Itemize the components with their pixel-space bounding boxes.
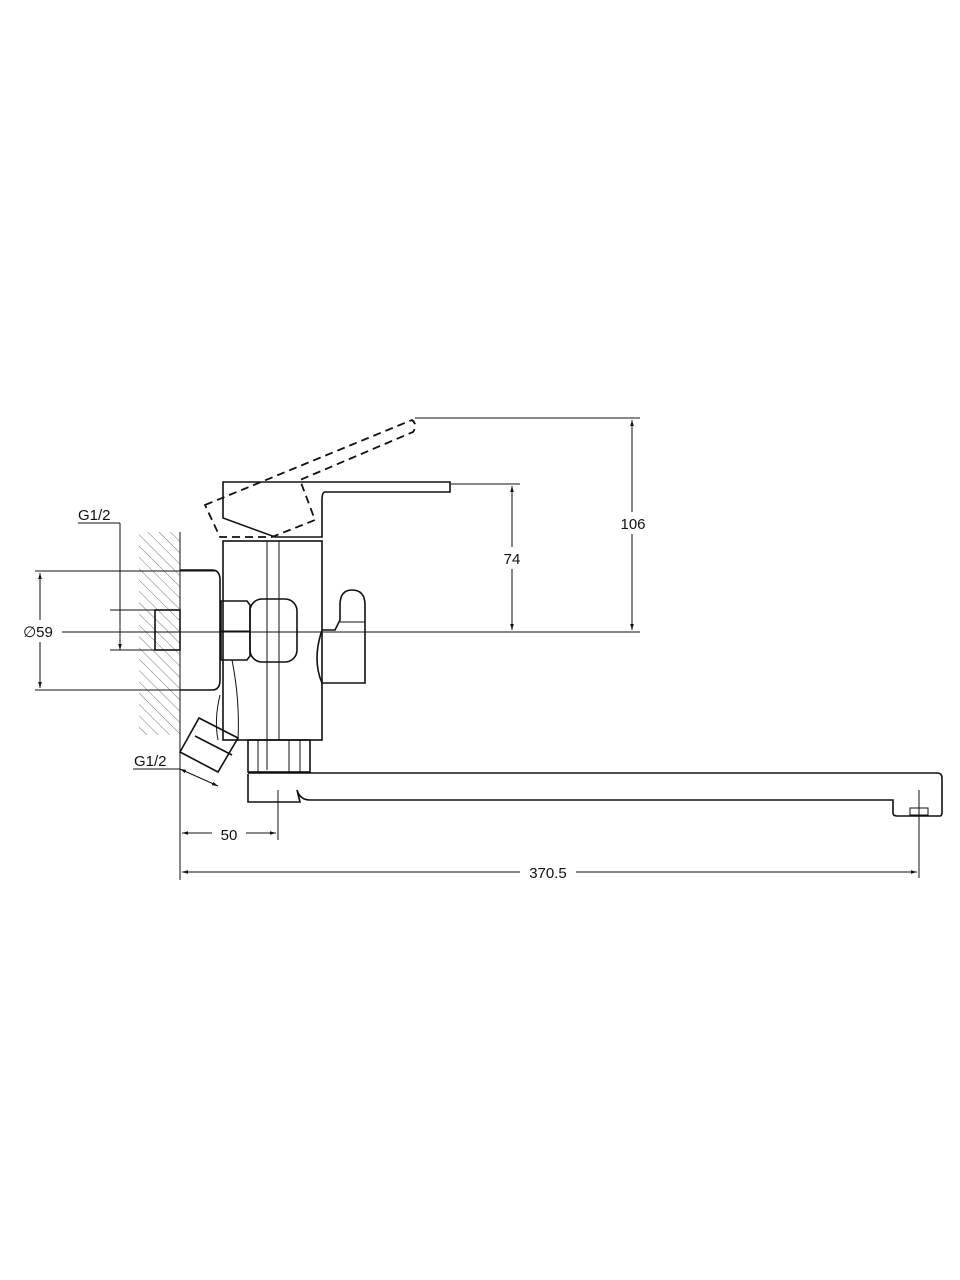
wall-section [139,532,181,880]
wall-flange [154,569,221,691]
dimension-50: 50 [182,790,279,844]
dimension-g12-top: G1/2 [78,507,155,651]
diverter-knob [316,589,366,684]
dim-label-diameter-59: ∅59 [23,624,53,641]
dim-label-106: 106 [620,516,645,533]
lever-handle [222,481,451,538]
spout-nut [247,739,311,773]
dimension-g12-bottom: G1/2 [133,753,219,787]
dimension-diameter-59: ∅59 [14,570,215,691]
dim-label-50: 50 [221,827,238,844]
dimension-106: 106 [40,417,651,633]
spout [247,772,943,878]
dim-label-74: 74 [504,551,521,568]
dim-label-g12-bottom: G1/2 [134,753,167,770]
inlet-nut [220,598,298,663]
dimension-74: 74 [450,483,526,630]
lower-inlet [178,716,240,774]
dimension-370-5: 370.5 [182,862,917,882]
lever-handle-raised [203,418,417,538]
dim-label-370-5: 370.5 [529,865,567,882]
dim-label-g12-top: G1/2 [78,507,111,524]
